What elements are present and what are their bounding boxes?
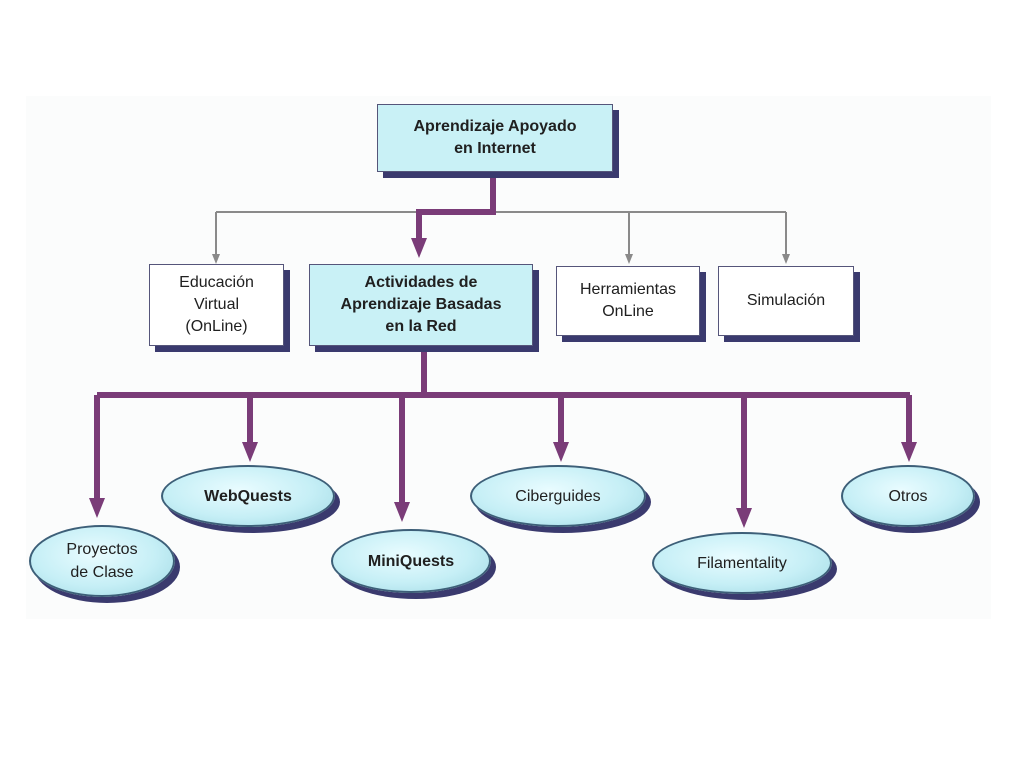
oval-ciberguides: Ciberguides [470,465,646,527]
herramientas-label: Herramientas OnLine [579,281,677,320]
oval-miniquests: MiniQuests [331,529,491,593]
actividades-label: Actividades de Aprendizaje Basadas en la… [340,274,502,335]
diagram-panel [26,96,991,619]
filamentality-label: Filamentality [697,554,787,572]
box-educacion-virtual: Educación Virtual (OnLine) [149,264,284,346]
root-label: Aprendizaje Apoyado en Internet [413,118,577,157]
oval-filamentality: Filamentality [652,532,832,594]
oval-proyectos: Proyectos de Clase [29,525,175,597]
root-box: Aprendizaje Apoyado en Internet [377,104,613,172]
oval-otros: Otros [841,465,975,527]
webquests-label: WebQuests [204,487,292,505]
box-herramientas: Herramientas OnLine [556,266,700,336]
simulacion-label: Simulación [746,292,826,309]
educacion-label: Educación Virtual (OnLine) [179,274,254,335]
proyectos-label: Proyectos de Clase [66,541,138,581]
thin-connectors [212,211,790,264]
oval-webquests: WebQuests [161,465,335,527]
box-actividades: Actividades de Aprendizaje Basadas en la… [309,264,533,346]
miniquests-label: MiniQuests [367,552,455,570]
otros-label: Otros [888,487,928,505]
box-simulacion: Simulación [718,266,854,336]
thick-connector-root [411,172,496,258]
thick-connectors-level2 [89,348,917,528]
ciberguides-label: Ciberguides [515,487,601,505]
